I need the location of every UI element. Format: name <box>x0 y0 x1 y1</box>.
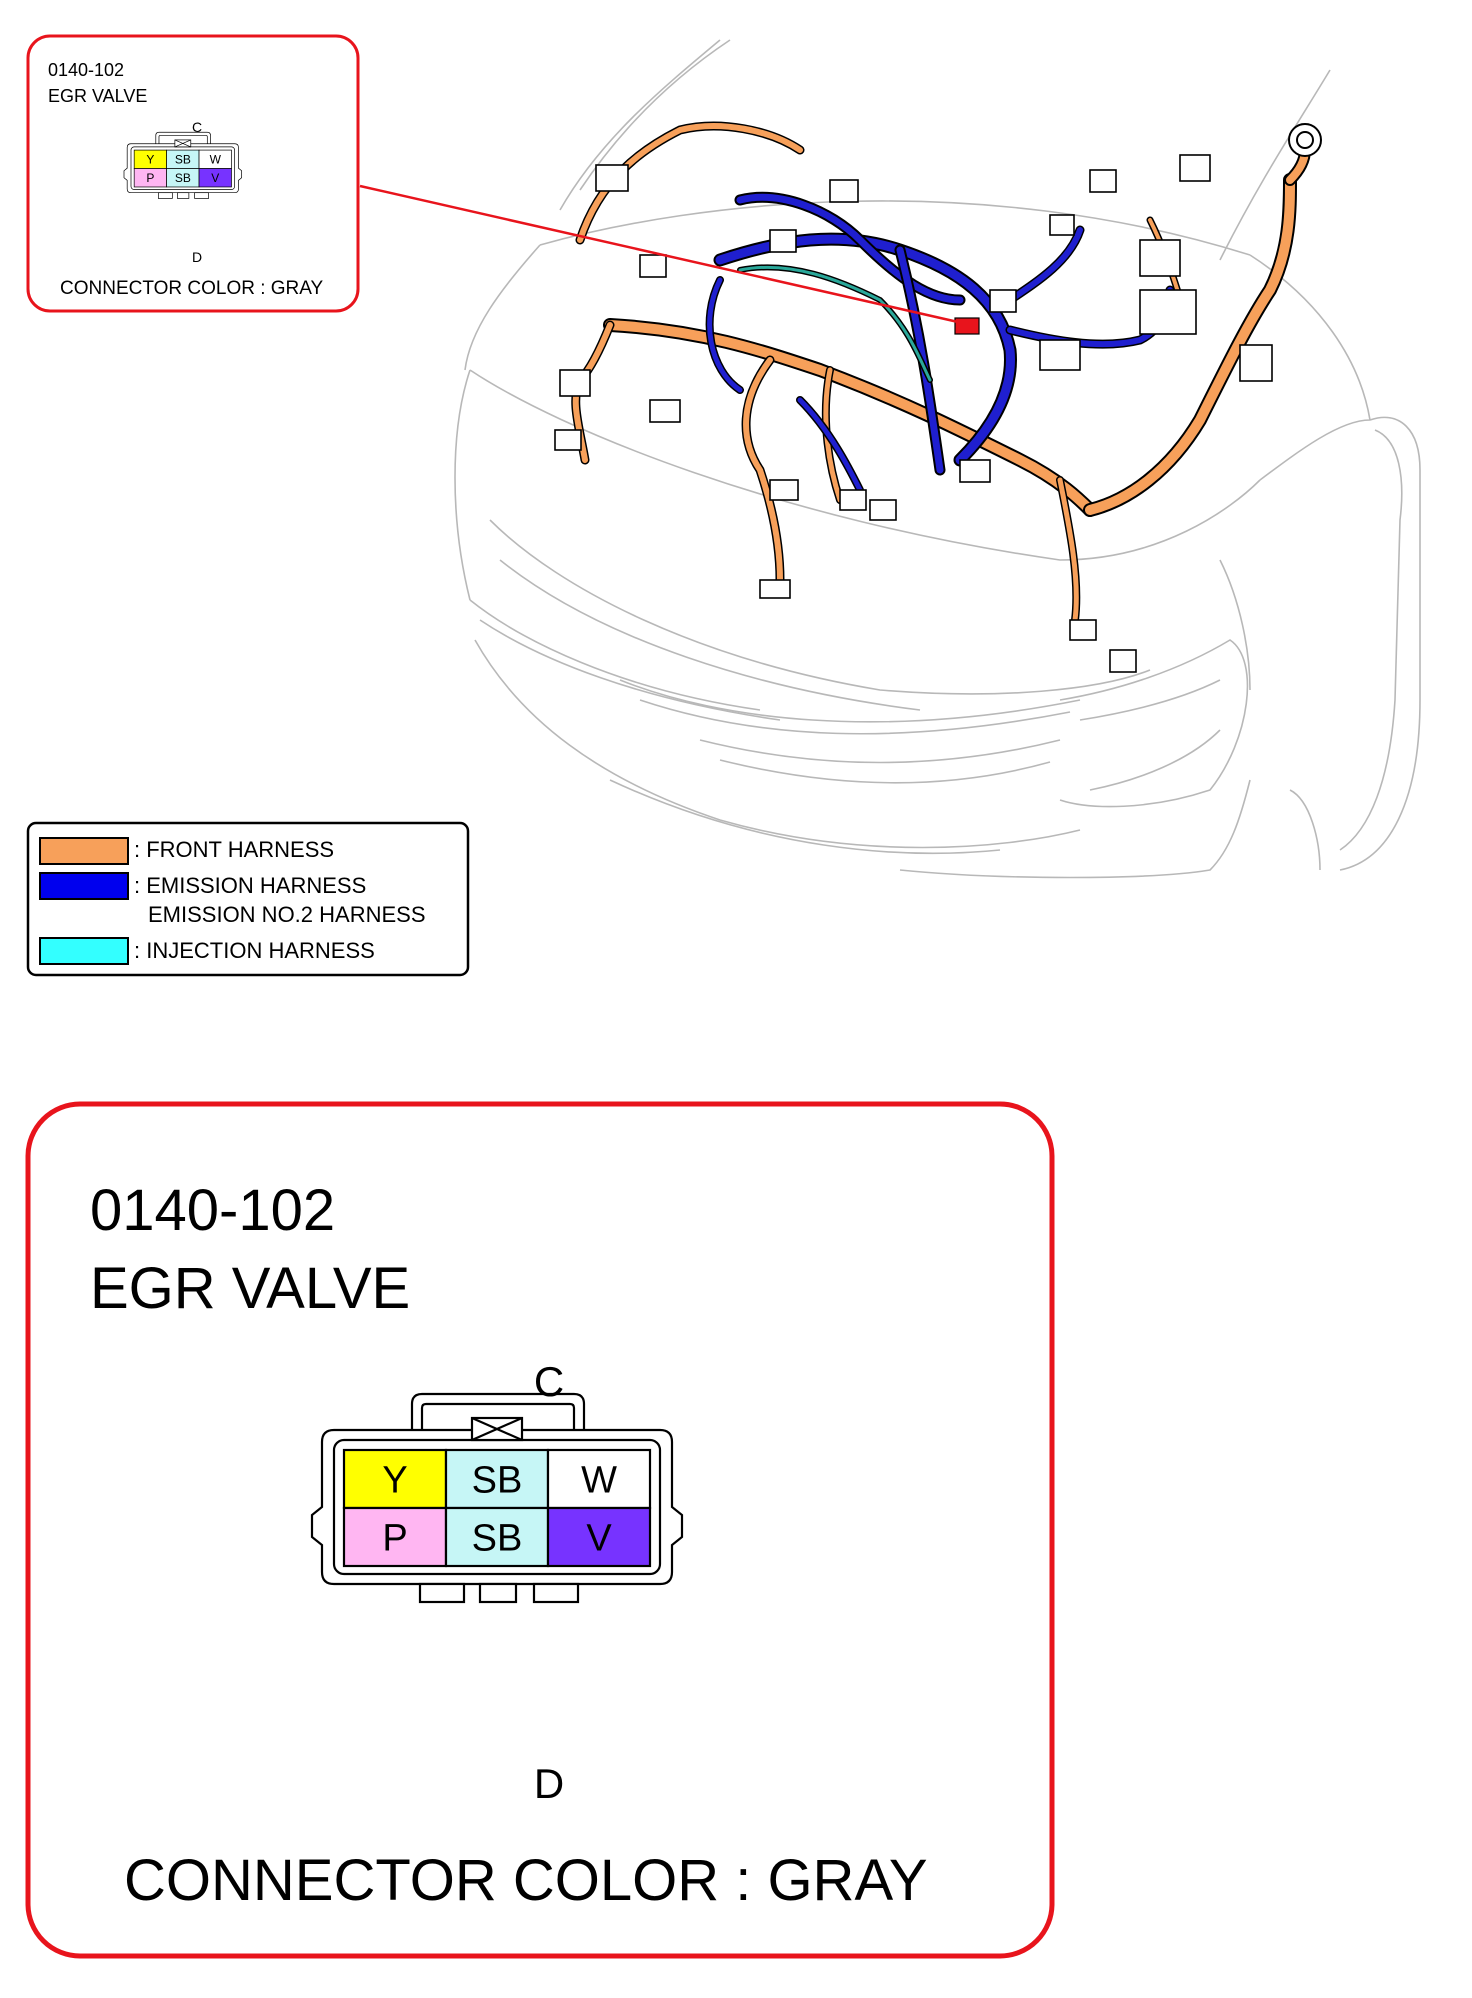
large-connector-latch <box>410 1392 586 1430</box>
small-callout-bottom-label: D <box>192 249 202 265</box>
small-callout-name: EGR VALVE <box>48 86 147 106</box>
egr-valve-connector-highlight <box>954 317 980 335</box>
large-callout-bottom-label: D <box>534 1760 564 1807</box>
large-connector-pin-cell <box>444 1448 550 1510</box>
large-callout-code: 0140-102 <box>90 1178 335 1243</box>
legend-swatch-injection <box>39 937 129 965</box>
legend-frame <box>26 821 470 977</box>
large-connector-bottom-tab <box>418 1582 466 1604</box>
small-connector-pin-label: V <box>211 171 219 185</box>
small-connector-latch <box>155 131 211 144</box>
legend-label-emission: : EMISSION HARNESS <box>134 873 366 898</box>
small-connector-pin-label: P <box>146 171 154 185</box>
large-connector-pin-label: SB <box>472 1460 523 1502</box>
small-connector-bottom-tab <box>194 192 209 199</box>
small-callout-code: 0140-102 <box>48 60 124 80</box>
large-connector-bottom-tab <box>478 1582 518 1604</box>
small-connector-bottom-tab <box>157 192 173 199</box>
small-connector-pin-label: Y <box>146 153 154 167</box>
large-callout-top-label: C <box>534 1358 564 1405</box>
small-callout-top-label: C <box>192 119 202 135</box>
legend-swatch-front <box>39 837 129 865</box>
legend-label-front: : FRONT HARNESS <box>134 837 334 862</box>
large-connector-pin-label: Y <box>382 1460 407 1502</box>
small-connector-pin-cell <box>198 168 232 188</box>
small-connector-pin-label: SB <box>175 171 191 185</box>
legend-label-injection: : INJECTION HARNESS <box>134 938 375 963</box>
small-callout-connector-color: CONNECTOR COLOR : GRAY <box>60 278 324 299</box>
large-callout: 0140-102 EGR VALVE C D CONNECTOR COLOR :… <box>25 1101 1055 1959</box>
small-connector-pin-label: W <box>210 153 222 167</box>
small-callout: 0140-102 EGR VALVE C D CONNECTOR COLOR :… <box>26 34 360 313</box>
harness-connectors <box>554 154 1273 673</box>
large-connector-face: Y SB W P SB V <box>310 1392 684 1604</box>
large-connector-pin-label: P <box>382 1518 407 1560</box>
small-connector-pin-label: SB <box>175 153 191 167</box>
harness-legend: : FRONT HARNESS : EMISSION HARNESS EMISS… <box>26 821 470 977</box>
large-connector-pin-label: W <box>581 1460 617 1502</box>
large-connector-pin-label: SB <box>472 1518 523 1560</box>
small-connector-face: Y SB W P SB V <box>123 131 243 199</box>
small-connector-bottom-tab <box>177 192 190 199</box>
injection-harness <box>737 264 933 383</box>
car-body-outline <box>454 39 1421 879</box>
large-connector-bottom-tab <box>532 1582 580 1604</box>
large-connector-pin-label: V <box>586 1518 612 1560</box>
large-callout-name: EGR VALVE <box>90 1256 410 1321</box>
legend-label-emission-no2: EMISSION NO.2 HARNESS <box>148 902 426 927</box>
legend-swatch-emission <box>39 872 129 900</box>
large-connector-pin-cell <box>546 1506 652 1568</box>
large-connector-pin-cell <box>342 1448 448 1510</box>
large-callout-connector-color: CONNECTOR COLOR : GRAY <box>124 1848 928 1913</box>
callout-leader-line <box>359 184 959 324</box>
front-harness <box>571 121 1311 624</box>
large-connector-pin-cell <box>546 1448 652 1510</box>
